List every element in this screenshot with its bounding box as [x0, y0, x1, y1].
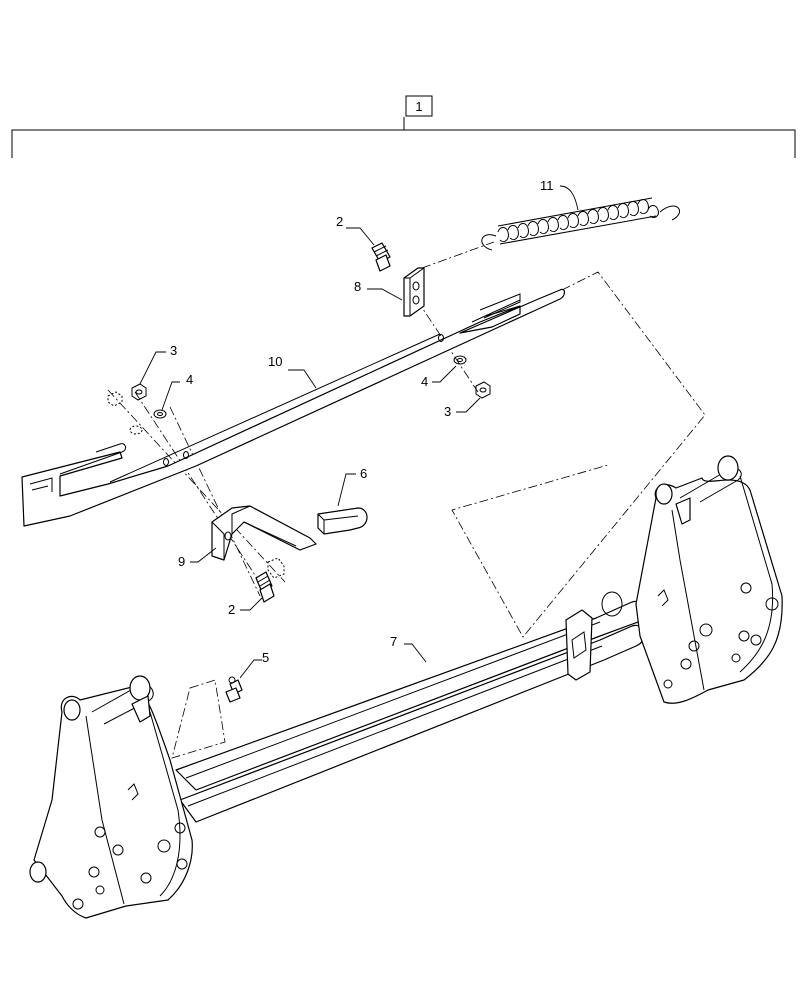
callout-5: 5 — [262, 650, 269, 665]
assembly-lines — [107, 241, 706, 759]
callout-11: 11 — [540, 178, 554, 193]
pad-part-6 — [317, 507, 368, 535]
callout-1: 1 — [415, 99, 422, 114]
callout-2-top: 2 — [336, 214, 343, 229]
lever-part-9 — [211, 505, 317, 579]
callout-6: 6 — [360, 466, 367, 481]
callout-8: 8 — [354, 279, 361, 294]
frame-part-7 — [29, 455, 783, 919]
right-hardware — [453, 355, 491, 399]
fitting-part-5 — [225, 676, 243, 703]
callout-3-left: 3 — [170, 343, 177, 358]
callout-4-right: 4 — [421, 374, 428, 389]
bolt-part-2-top — [371, 242, 391, 272]
callout-3-right: 3 — [444, 404, 451, 419]
callout-10: 10 — [268, 354, 282, 369]
callout-9: 9 — [178, 554, 185, 569]
callout-7: 7 — [390, 634, 397, 649]
bolt-part-2-bottom — [255, 571, 275, 603]
assembly-bracket: 1 — [11, 95, 796, 158]
callout-4-left: 4 — [186, 372, 193, 387]
callout-2-bottom: 2 — [228, 602, 235, 617]
plate-part-8 — [403, 267, 425, 317]
spring-part-11 — [481, 197, 680, 251]
latch-bar-part-10 — [21, 288, 566, 527]
